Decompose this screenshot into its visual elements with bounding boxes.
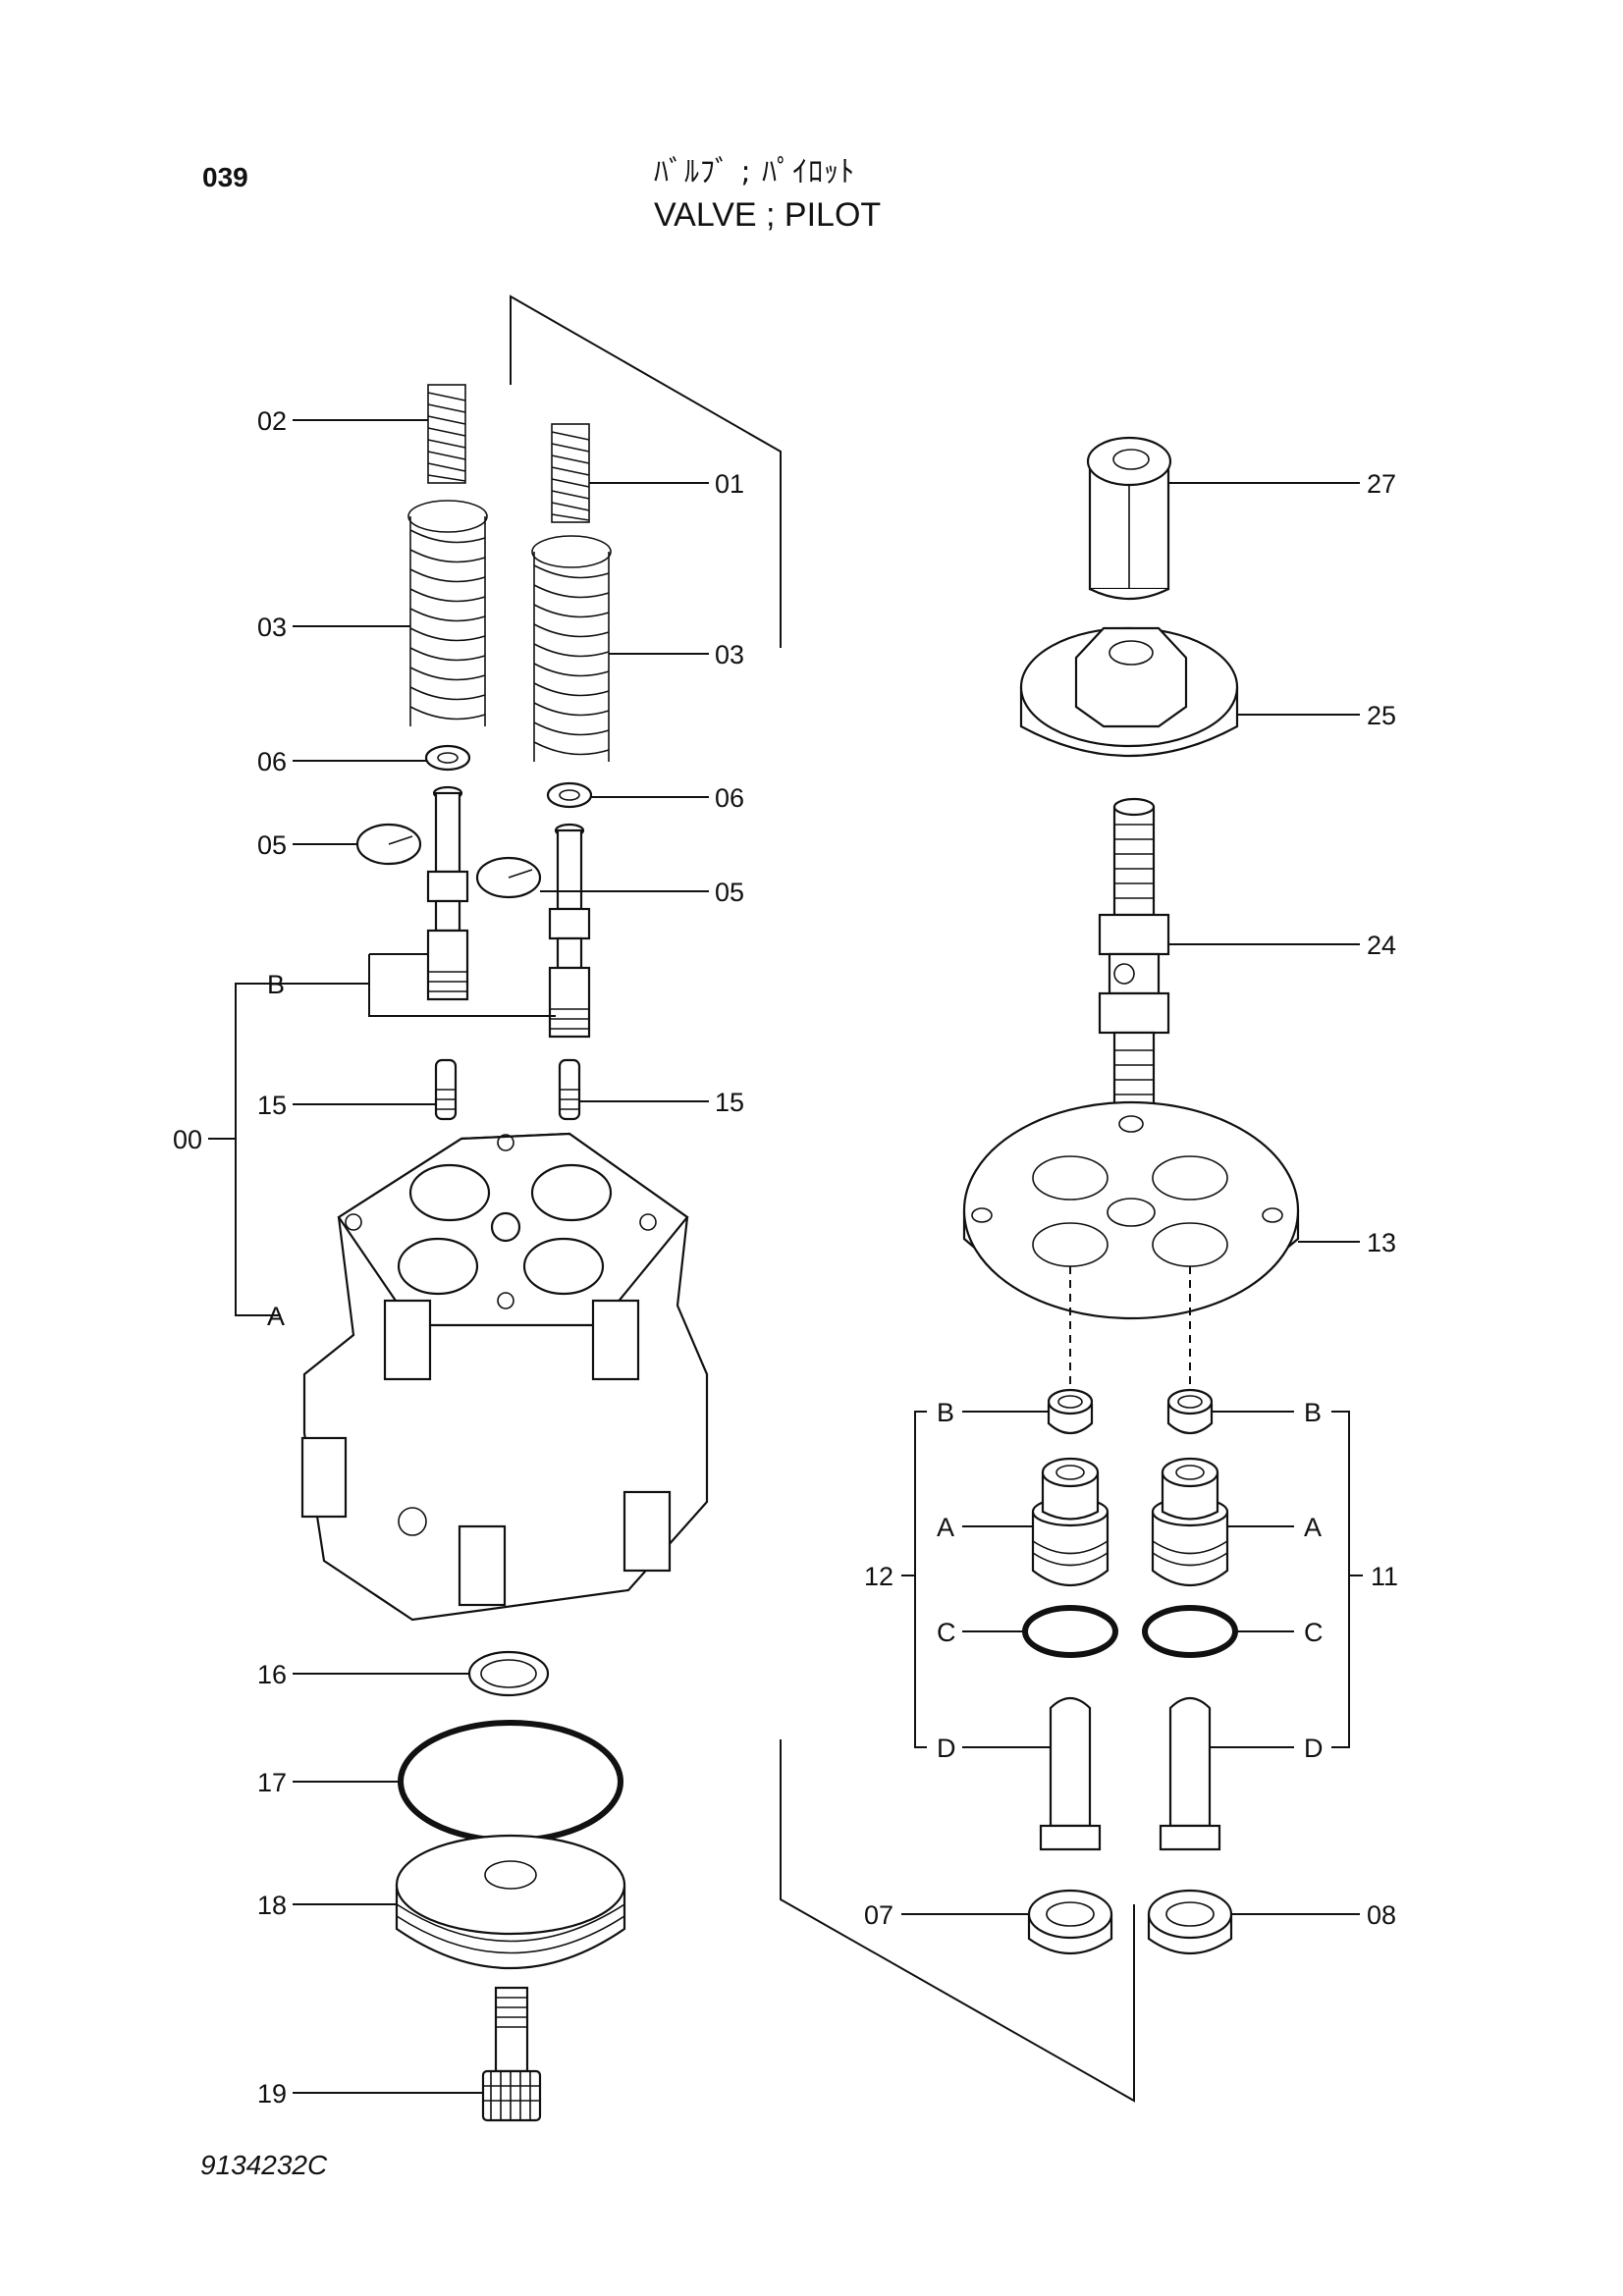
callout-27: 27 — [1367, 469, 1396, 499]
nut-25 — [1019, 626, 1239, 758]
callout-24: 24 — [1367, 931, 1396, 960]
drawing-number: 9134232C — [200, 2150, 328, 2180]
retainer-05-left — [355, 823, 422, 866]
callout-11: 11 — [1371, 1562, 1398, 1591]
callout-a-11: A — [1304, 1513, 1322, 1542]
assembly-11-parts — [1142, 1388, 1238, 1851]
pin-15-right — [558, 1058, 581, 1121]
lower-bracket-line — [780, 1739, 1135, 2103]
o-ring-17 — [398, 1720, 623, 1843]
seal-16 — [467, 1650, 550, 1697]
callout-25: 25 — [1367, 701, 1396, 730]
callout-b-left: B — [267, 970, 285, 999]
callout-13: 13 — [1367, 1228, 1396, 1257]
callout-05-right: 05 — [715, 878, 744, 907]
callout-16: 16 — [257, 1660, 287, 1689]
callout-02: 02 — [257, 406, 287, 436]
callout-05-left: 05 — [257, 830, 287, 860]
title-japanese: ﾊﾞﾙﾌﾞ ; ﾊﾟｲﾛｯﾄ — [654, 155, 856, 189]
callout-b-12: B — [937, 1398, 954, 1427]
leader-lines — [208, 419, 1363, 2094]
valve-body — [300, 1132, 709, 1622]
callout-06-right: 06 — [715, 783, 744, 813]
coupling-27 — [1086, 436, 1172, 601]
washer-06-left — [424, 744, 471, 772]
spring-03-right — [531, 535, 612, 762]
spring-03-left — [407, 500, 488, 726]
callout-18: 18 — [257, 1891, 287, 1920]
upper-bracket-line — [510, 294, 782, 648]
spool-left — [426, 785, 469, 1001]
callout-15-right: 15 — [715, 1088, 744, 1117]
callout-d-12: D — [937, 1734, 956, 1763]
callout-b-11: B — [1304, 1398, 1322, 1427]
callout-a-12: A — [937, 1513, 954, 1542]
callout-d-11: D — [1304, 1734, 1324, 1763]
spring-01 — [551, 423, 590, 523]
callout-c-11: C — [1304, 1618, 1324, 1647]
retainer-05-right — [475, 856, 542, 899]
screw-19 — [481, 1986, 542, 2122]
plate-13 — [962, 1100, 1300, 1394]
callout-15-left: 15 — [257, 1091, 287, 1120]
callout-07: 07 — [864, 1900, 893, 1930]
callout-08: 08 — [1367, 1900, 1396, 1930]
callout-19: 19 — [257, 2079, 287, 2109]
page-number: 039 — [202, 162, 248, 192]
callout-c-12: C — [937, 1618, 956, 1647]
callout-a-left: A — [267, 1302, 285, 1331]
joint-24 — [1098, 797, 1170, 1143]
callout-00: 00 — [173, 1125, 202, 1154]
title-english: VALVE ; PILOT — [654, 196, 882, 234]
assembly-12-parts — [1022, 1388, 1118, 1851]
callout-01: 01 — [715, 469, 744, 499]
nut-07 — [1027, 1889, 1113, 1955]
spring-02 — [427, 384, 466, 484]
callout-12: 12 — [864, 1562, 893, 1591]
plug-18 — [395, 1834, 626, 1969]
nut-08 — [1147, 1889, 1233, 1955]
callout-03-right: 03 — [715, 640, 744, 669]
callout-17: 17 — [257, 1768, 287, 1797]
pin-15-left — [434, 1058, 458, 1121]
callout-06-left: 06 — [257, 747, 287, 776]
callout-03-left: 03 — [257, 613, 287, 642]
spool-right — [548, 823, 591, 1039]
washer-06-right — [546, 781, 593, 809]
